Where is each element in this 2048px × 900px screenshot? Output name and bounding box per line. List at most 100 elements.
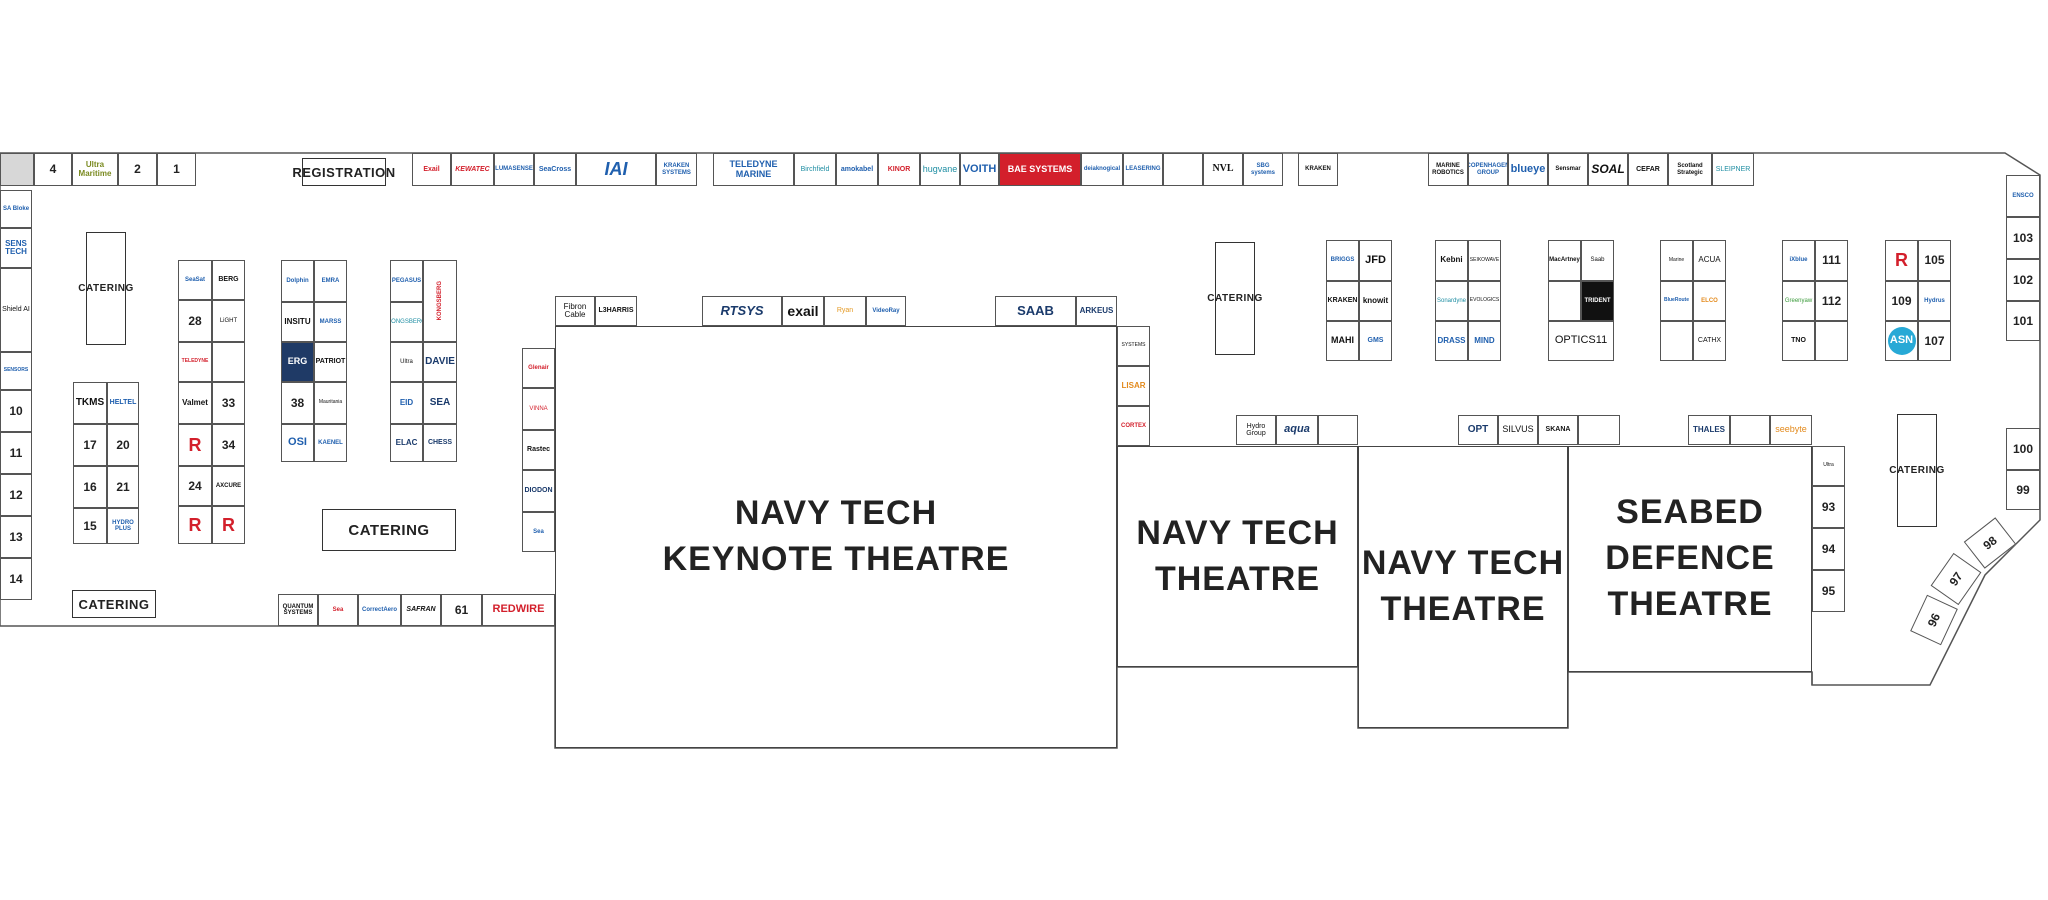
booth-redwire[interactable]: REDWIRE <box>482 594 555 626</box>
booth-blueroute[interactable]: BlueRoute <box>1660 281 1693 321</box>
booth-macartney[interactable]: MacArtney <box>1548 240 1581 281</box>
booth-ixblue[interactable]: iXblue <box>1782 240 1815 281</box>
booth-acua[interactable]: ACUA <box>1693 240 1726 281</box>
booth-amokabel[interactable]: amokabel <box>836 153 878 186</box>
booth-cefar[interactable]: CEFAR <box>1628 153 1668 186</box>
booth-blueye[interactable]: blueye <box>1508 153 1548 186</box>
booth-safran[interactable]: SAFRAN <box>401 594 441 626</box>
booth-kraken-systems[interactable]: KRAKEN SYSTEMS <box>656 153 697 186</box>
booth-mauritania[interactable]: Mauritania <box>314 382 347 424</box>
booth-hydrus[interactable]: Hydrus <box>1918 281 1951 321</box>
booth-chess[interactable]: CHESS <box>423 424 457 462</box>
booth-33[interactable]: 33 <box>212 382 245 424</box>
booth-112[interactable]: 112 <box>1815 281 1848 321</box>
booth-sleipner[interactable]: SLEIPNER <box>1712 153 1754 186</box>
booth-g3[interactable] <box>1548 281 1581 321</box>
booth-hydro-group[interactable]: Hydro Group <box>1236 415 1276 445</box>
booth-briggs[interactable]: BRIGGS <box>1326 240 1359 281</box>
booth-glenair[interactable]: Glenair <box>522 348 555 388</box>
booth-exail[interactable]: exail <box>782 296 824 326</box>
booth-lumasense[interactable]: LUMASENSE <box>494 153 534 186</box>
booth-94[interactable]: 94 <box>1812 528 1845 570</box>
booth-103[interactable]: 103 <box>2006 217 2040 259</box>
booth-kewatec[interactable]: KEWATEC <box>451 153 494 186</box>
booth-tno[interactable]: TNO <box>1782 321 1815 361</box>
booth-shield-ai[interactable]: Shield AI <box>0 268 32 352</box>
booth-elco[interactable]: ELCO <box>1693 281 1726 321</box>
booth-21[interactable]: 21 <box>107 466 139 508</box>
booth-marss[interactable]: MARSS <box>314 302 347 342</box>
booth-eid[interactable]: EID <box>390 382 423 424</box>
booth-ultra[interactable]: Ultra <box>390 342 423 382</box>
booth-i6[interactable] <box>1815 321 1848 361</box>
booth-rastec[interactable]: Rastec <box>522 430 555 470</box>
booth-95[interactable]: 95 <box>1812 570 1845 612</box>
booth-ryan[interactable]: Ryan <box>824 296 866 326</box>
booth-davie[interactable]: DAVIE <box>423 342 457 382</box>
booth-asn[interactable]: ASN <box>1885 321 1918 361</box>
booth-trident[interactable]: TRIDENT <box>1581 281 1614 321</box>
booth-berg[interactable]: BERG <box>212 260 245 300</box>
booth-kraken-mid[interactable]: KRAKEN <box>1326 281 1359 321</box>
booth-sensmar[interactable]: Sensmar <box>1548 153 1588 186</box>
booth-seebyte[interactable]: seebyte <box>1770 415 1812 445</box>
booth-sens-tech[interactable]: SENS TECH <box>0 228 32 268</box>
booth-seasat[interactable]: SeaSat <box>178 260 212 300</box>
booth-cathx[interactable]: CATHX <box>1693 321 1726 361</box>
booth-m3[interactable] <box>1318 415 1358 445</box>
booth-1[interactable]: 1 <box>157 153 196 186</box>
booth-quantum-systems[interactable]: QUANTUM SYSTEMS <box>278 594 318 626</box>
booth-thales[interactable]: THALES <box>1688 415 1730 445</box>
booth-17[interactable]: 17 <box>73 424 107 466</box>
booth-osi[interactable]: OSI <box>281 424 314 462</box>
booth-axcure[interactable]: AXCURE <box>212 466 245 506</box>
booth-cortex[interactable]: CORTEX <box>1117 406 1150 446</box>
booth-evologics[interactable]: EVOLOGICS <box>1468 281 1501 321</box>
booth-leasering[interactable]: LEASERING <box>1123 153 1163 186</box>
booth-tkms[interactable]: TKMS <box>73 382 107 424</box>
booth-silvus[interactable]: SILVUS <box>1498 415 1538 445</box>
booth-kongsberg-tall[interactable]: KONGSBERG <box>423 260 457 342</box>
booth-61[interactable]: 61 <box>441 594 482 626</box>
booth-blank-1[interactable] <box>1163 153 1203 186</box>
booth-saab[interactable]: SAAB <box>995 296 1076 326</box>
booth-scotland-strategic[interactable]: Scotland Strategic <box>1668 153 1712 186</box>
booth-111[interactable]: 111 <box>1815 240 1848 281</box>
booth-15[interactable]: 15 <box>73 508 107 544</box>
booth-skana[interactable]: SKANA <box>1538 415 1578 445</box>
booth-mahi[interactable]: MAHI <box>1326 321 1359 361</box>
booth-kongsberg[interactable]: KONGSBERG <box>390 302 423 342</box>
booth-marine-robotics[interactable]: MARINE ROBOTICS <box>1428 153 1468 186</box>
booth-kebni[interactable]: Kebni <box>1435 240 1468 281</box>
booth-13[interactable]: 13 <box>0 516 32 558</box>
booth-voith[interactable]: VOITH <box>960 153 999 186</box>
booth-101[interactable]: 101 <box>2006 301 2040 341</box>
booth-sensors[interactable]: SENSORS <box>0 352 32 390</box>
booth-gms[interactable]: GMS <box>1359 321 1392 361</box>
booth-seikowave[interactable]: SEIKOWAVE <box>1468 240 1501 281</box>
booth-105[interactable]: 105 <box>1918 240 1951 281</box>
booth-24[interactable]: 24 <box>178 466 212 506</box>
booth-erg[interactable]: ERG <box>281 342 314 382</box>
booth-34[interactable]: 34 <box>212 424 245 466</box>
booth-kraken[interactable]: KRAKEN <box>1298 153 1338 186</box>
booth-emra[interactable]: EMRA <box>314 260 347 302</box>
booth-teledyne-marine[interactable]: TELEDYNE MARINE <box>713 153 794 186</box>
booth-jfd[interactable]: JFD <box>1359 240 1392 281</box>
booth-99[interactable]: 99 <box>2006 470 2040 510</box>
booth-100[interactable]: 100 <box>2006 428 2040 470</box>
booth-r-mid[interactable]: R <box>1885 240 1918 281</box>
booth-saab-mid[interactable]: Saab <box>1581 240 1614 281</box>
booth-r-1[interactable]: R <box>178 424 212 466</box>
booth-opt[interactable]: OPT <box>1458 415 1498 445</box>
booth-ensco[interactable]: ENSCO <box>2006 175 2040 217</box>
booth-elac[interactable]: ELAC <box>390 424 423 462</box>
booth-teledyne-b[interactable]: TELEDYNE <box>178 342 212 382</box>
booth-systems[interactable]: SYSTEMS <box>1117 326 1150 366</box>
booth-11[interactable]: 11 <box>0 432 32 474</box>
booth-bae-systems[interactable]: BAE SYSTEMS <box>999 153 1081 186</box>
booth-pegasus[interactable]: PEGASUS <box>390 260 423 302</box>
booth-kaenel[interactable]: KAENEL <box>314 424 347 462</box>
booth-corner[interactable] <box>0 153 34 186</box>
booth-sa-bloke[interactable]: SA Bloke <box>0 190 32 228</box>
